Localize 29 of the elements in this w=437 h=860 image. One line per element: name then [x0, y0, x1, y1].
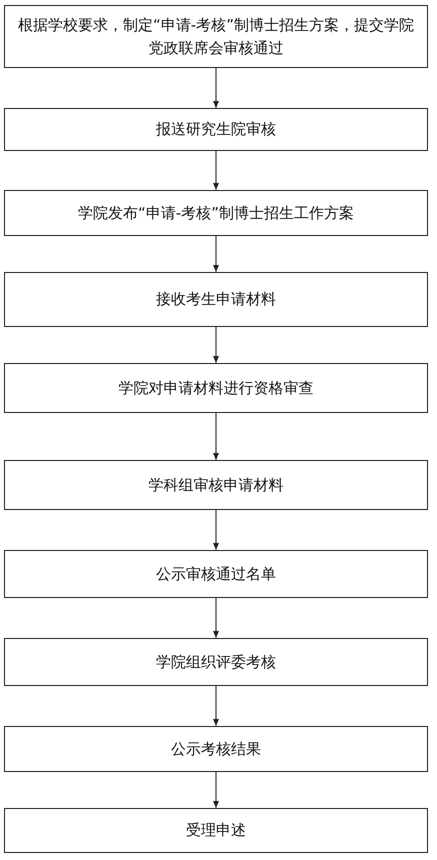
step-text: 学科组审核申请材料: [148, 474, 284, 496]
step-text: 报送研究生院审核: [156, 119, 276, 140]
process-box: [4, 460, 428, 510]
process-box: [4, 108, 428, 151]
process-box: [4, 363, 428, 413]
process-box: [4, 726, 428, 772]
step-text: 受理申述: [186, 820, 246, 842]
step-text: 公示审核通过名单: [156, 564, 276, 585]
step-text: 学院对申请材料进行资格审查: [118, 378, 314, 399]
arrow: [213, 326, 219, 364]
process-box: [4, 5, 428, 68]
arrow: [213, 598, 219, 638]
arrow: [213, 236, 219, 272]
arrow: [213, 150, 219, 190]
step-text: 学院组织评委考核: [156, 652, 276, 673]
step-text: 公示考核结果: [171, 738, 261, 760]
process-box: [4, 550, 428, 598]
arrow: [213, 772, 219, 808]
process-box: [4, 272, 428, 327]
arrow: [213, 686, 219, 726]
step-text: 根据学校要求，制定“申请-考核”制博士招生方案，提交学院党政联席会审核通过: [17, 15, 415, 58]
arrow: [213, 412, 219, 460]
process-box: [4, 190, 428, 236]
step-text: 学院发布“申请-考核”制博士招生工作方案: [78, 202, 354, 224]
arrow: [213, 510, 219, 550]
process-box: [4, 808, 428, 853]
step-text: 接收考生申请材料: [156, 289, 276, 310]
arrow: [213, 68, 219, 108]
process-box: [4, 638, 428, 686]
